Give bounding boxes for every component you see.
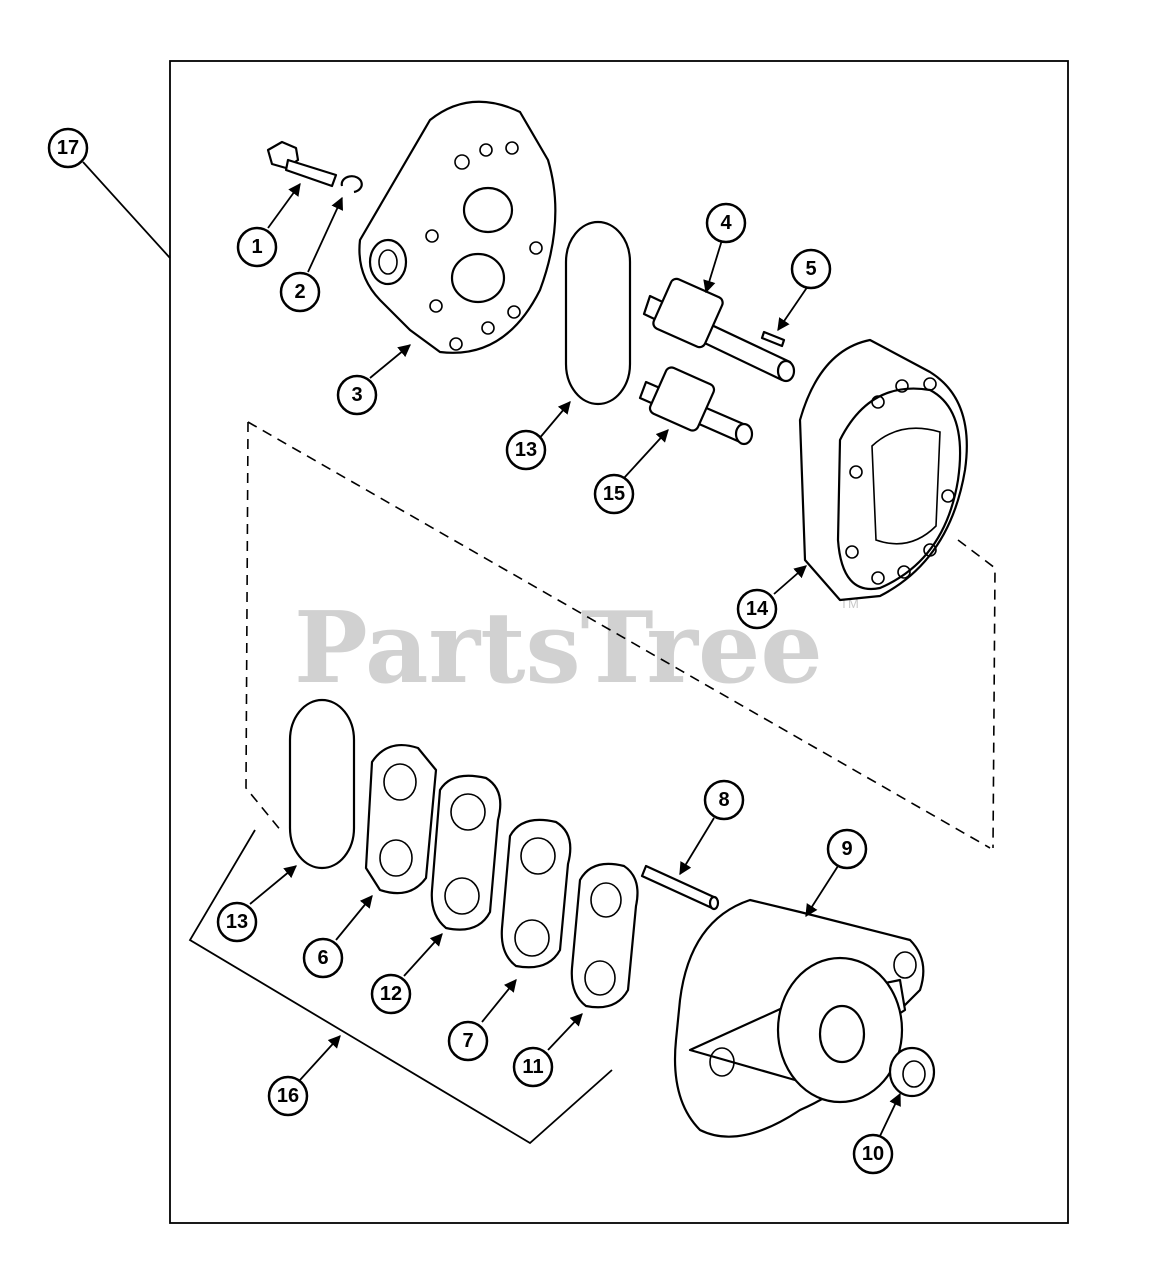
callout-6-label: 6 — [317, 947, 328, 969]
callout-11-label: 11 — [522, 1056, 543, 1078]
pump-cover-part — [358, 100, 557, 354]
leader-17 — [82, 161, 171, 259]
callout-12[interactable]: 12 — [370, 973, 412, 1015]
callout-9[interactable]: 9 — [826, 828, 868, 870]
callout-15[interactable]: 15 — [593, 473, 635, 515]
gasket-12-part — [430, 774, 502, 931]
callout-5-label: 5 — [805, 258, 816, 280]
leader-arrows — [249, 182, 901, 1137]
oring-top-part — [564, 220, 632, 406]
callout-1-label: 1 — [251, 236, 262, 258]
alignment-dashed-lines — [245, 421, 996, 849]
gear-housing-part — [798, 338, 968, 602]
callout-3[interactable]: 3 — [336, 374, 378, 416]
diagram-frame — [169, 60, 1069, 1224]
callout-7[interactable]: 7 — [447, 1020, 489, 1062]
callout-14-label: 14 — [746, 598, 769, 620]
callout-13b-label: 13 — [226, 911, 248, 933]
watermark-text: PartsTree — [294, 591, 823, 706]
callout-4-label: 4 — [720, 212, 732, 234]
callout-1[interactable]: 1 — [236, 226, 278, 268]
kit-16-bracket — [188, 829, 613, 1145]
bolt-part — [266, 140, 338, 188]
dowel-pin-part — [640, 864, 720, 911]
callout-6[interactable]: 6 — [302, 937, 344, 979]
callout-4[interactable]: 4 — [705, 202, 747, 244]
callout-16-label: 16 — [277, 1085, 299, 1107]
lock-washer-part — [340, 175, 363, 194]
callout-7-label: 7 — [462, 1030, 473, 1052]
callout-17[interactable]: 17 — [47, 127, 89, 169]
callout-12-label: 12 — [380, 983, 402, 1005]
callout-11[interactable]: 11 — [512, 1046, 554, 1088]
callout-9-label: 9 — [841, 838, 852, 860]
callout-8-label: 8 — [718, 789, 729, 811]
oring-bottom-part — [288, 698, 356, 870]
callout-14[interactable]: 14 — [736, 588, 778, 630]
callout-13a-label: 13 — [515, 439, 537, 461]
wear-plate-part — [364, 744, 438, 895]
callout-15-label: 15 — [603, 483, 625, 505]
callout-10[interactable]: 10 — [852, 1133, 894, 1175]
callout-13b[interactable]: 13 — [216, 901, 258, 943]
callout-5[interactable]: 5 — [790, 248, 832, 290]
callout-10-label: 10 — [862, 1143, 884, 1165]
callout-8[interactable]: 8 — [703, 779, 745, 821]
callout-3-label: 3 — [351, 384, 362, 406]
gasket-7-part — [500, 818, 572, 969]
callout-2-label: 2 — [294, 281, 305, 303]
seal-part — [888, 1046, 936, 1098]
gasket-11-part — [570, 862, 639, 1009]
callout-16[interactable]: 16 — [267, 1075, 309, 1117]
idler-gear-part — [638, 366, 754, 446]
key-part — [760, 330, 786, 348]
callout-17-label: 17 — [57, 137, 79, 159]
callout-13a[interactable]: 13 — [505, 429, 547, 471]
pump-body-part — [673, 898, 925, 1138]
drive-gear-part — [642, 277, 796, 383]
callout-2[interactable]: 2 — [279, 271, 321, 313]
